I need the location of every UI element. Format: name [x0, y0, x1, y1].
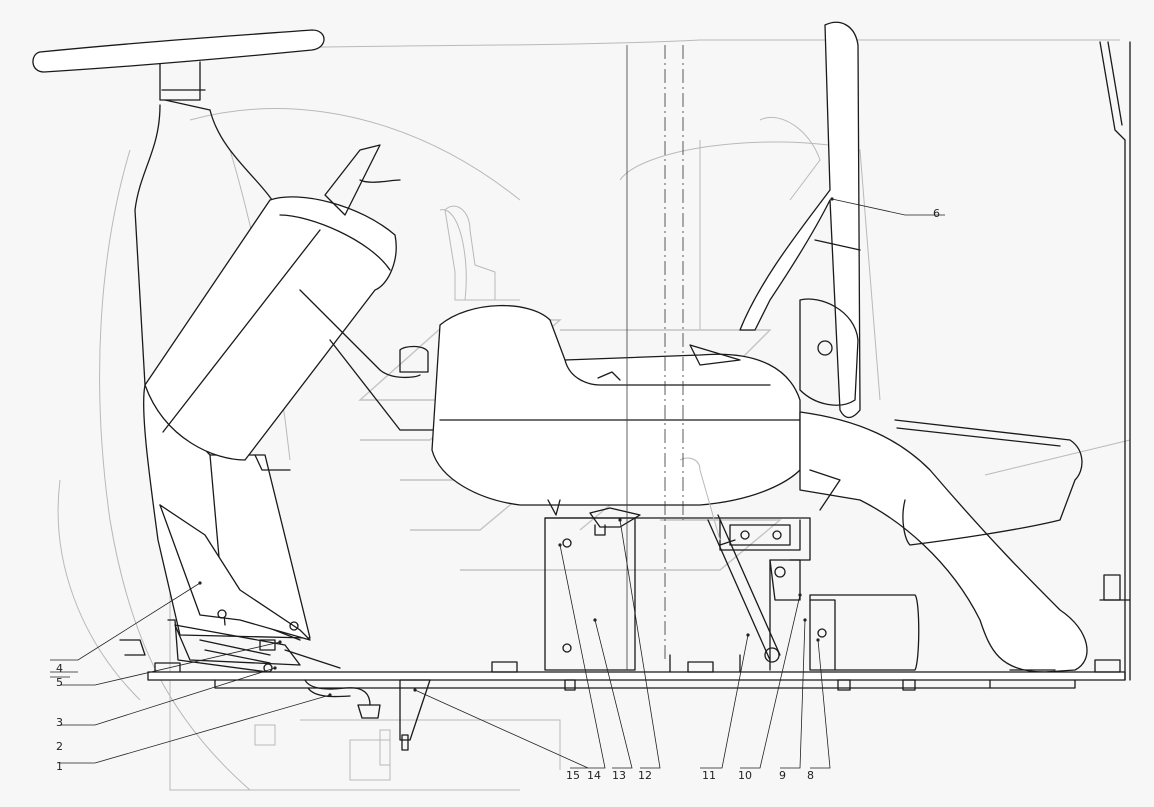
seat-cushion: [399, 304, 801, 506]
steering-column-cylinder: [144, 144, 461, 461]
background-ghost-lines: [57, 39, 1131, 791]
seat-backrest: [739, 21, 861, 419]
callout-12: 12: [638, 769, 652, 782]
callout-10: 10: [738, 769, 752, 782]
seat-base-frame: [544, 499, 920, 671]
joystick: [444, 205, 496, 301]
callout-11: 11: [702, 769, 716, 782]
floor-plate: [147, 654, 1126, 691]
callout-3: 3: [56, 716, 63, 729]
seat-rear-support: [799, 411, 1088, 673]
pedal-assembly: [119, 504, 341, 677]
leader-lines: [50, 197, 945, 769]
callout-5: 5: [56, 676, 63, 689]
steering-wheel: [32, 29, 325, 386]
underfloor-hose: [254, 679, 431, 766]
callout-6: 6: [933, 207, 940, 220]
cab-rear-wall: [1099, 41, 1131, 681]
callout-4: 4: [56, 662, 63, 675]
callout-labels: 1 2 3 4 5 6 8 9 10 11 12 13 14 15: [50, 207, 940, 782]
callout-2: 2: [56, 740, 63, 753]
callout-13: 13: [612, 769, 626, 782]
callout-14: 14: [587, 769, 601, 782]
callout-8: 8: [807, 769, 814, 782]
callout-9: 9: [779, 769, 786, 782]
callout-1: 1: [56, 760, 63, 773]
callout-15: 15: [566, 769, 580, 782]
